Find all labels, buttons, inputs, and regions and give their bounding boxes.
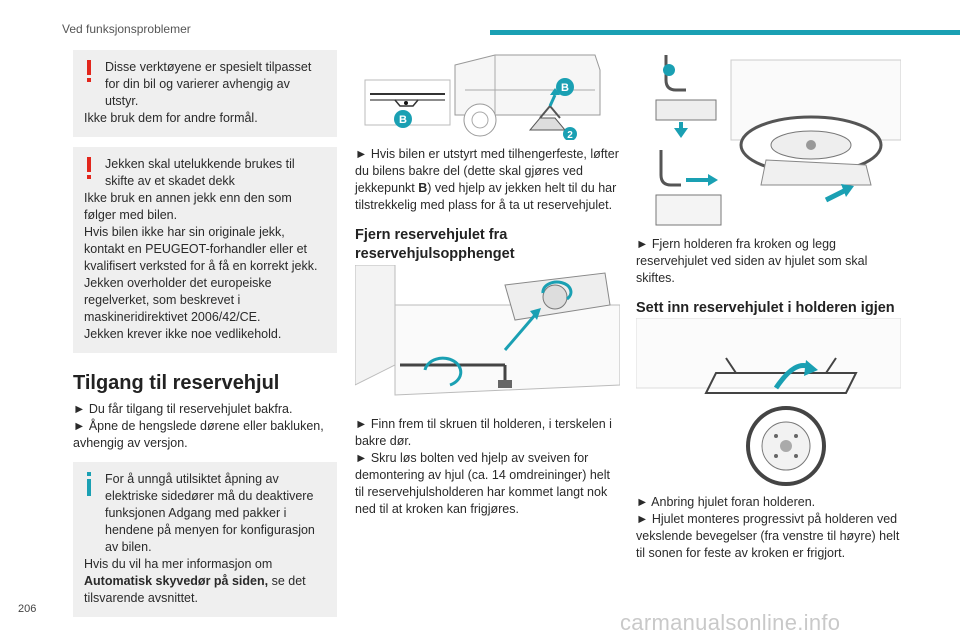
section-heading: Sett inn reservehjulet i holderen igjen — [636, 300, 895, 316]
step-text: ► Hjulet monteres progressivt på holdere… — [636, 512, 900, 560]
figure-reinsert-wheel — [636, 318, 901, 486]
figure-spare-wheel-screw — [355, 265, 620, 405]
info-text-1: For å unngå utilsiktet åpning av elektri… — [105, 472, 315, 554]
column-2: ► Hvis bilen er utstyrt med tilhengerfes… — [355, 146, 620, 270]
column-3-steps: ► Anbring hjulet foran holderen. ► Hjule… — [636, 494, 901, 562]
watermark: carmanualsonline.info — [620, 610, 841, 635]
step-text: ► Du får tilgang til reservehjulet bakfr… — [73, 402, 293, 416]
label-b-van: B — [561, 82, 569, 94]
info-text: For å unngå utilsiktet åpning av elektri… — [84, 471, 326, 556]
step-text: ► Hvis bilen er utstyrt med tilhengerfes… — [355, 146, 620, 214]
warning-text: Hvis bilen ikke har sin originale jekk, … — [84, 225, 318, 273]
figure-jack-point: B B 2 — [355, 50, 620, 140]
info-box-sliding-door: For å unngå utilsiktet åpning av elektri… — [73, 462, 337, 617]
warning-icon — [86, 157, 92, 181]
step-text-bold: B — [418, 181, 428, 195]
step-text: ► Anbring hjulet foran holderen. — [636, 495, 816, 509]
step-text: ► Skru løs bolten ved hjelp av sveiven f… — [355, 451, 610, 516]
warning-text: Jekken skal utelukkende brukes til skift… — [105, 157, 295, 188]
step-text: ► Fjern holderen fra kroken og legg rese… — [636, 237, 868, 285]
step-text-part: ) ved hjelp av jekken helt til du har ti… — [355, 181, 617, 212]
column-3: ► Fjern holderen fra kroken og legg rese… — [636, 236, 901, 324]
warning-icon — [86, 60, 92, 84]
cross-reference: Automatisk skyvedør på siden, — [84, 574, 269, 588]
warning-box-tools: Disse verktøyene er spesielt tilpasset f… — [73, 50, 337, 137]
warning-text: Jekken krever ikke noe vedlikehold. — [84, 327, 282, 341]
warning-box-jack: Jekken skal utelukkende brukes til skift… — [73, 147, 337, 353]
section-title: Ved funksjonsproblemer — [62, 22, 191, 36]
warning-text: Ikke bruk dem for andre formål. — [84, 111, 258, 125]
warning-text: Ikke bruk en annen jekk enn den som følg… — [84, 191, 292, 222]
warning-text: Disse verktøyene er spesielt tilpasset f… — [105, 60, 312, 108]
column-2-steps: ► Finn frem til skruen til holderen, i t… — [355, 416, 620, 518]
warning-text: Jekken overholder det europeiske regelve… — [84, 276, 272, 324]
step-text-part: ► Hvis bilen er utstyrt med tilhengerfes… — [355, 147, 619, 195]
info-text: Hvis du vil ha mer informasjon om Automat… — [84, 556, 326, 607]
section-heading: Tilgang til reservehjul — [73, 372, 280, 394]
column-1: Disse verktøyene er spesielt tilpasset f… — [73, 50, 337, 627]
header-accent-bar — [490, 30, 960, 35]
step-text: ► Åpne de hengslede dørene eller bakluke… — [73, 419, 324, 450]
section-heading: Fjern reservehjulet fra reservehjulsopph… — [355, 227, 515, 262]
label-2: 2 — [567, 130, 573, 140]
figure-remove-holder — [636, 50, 901, 228]
info-icon — [86, 472, 92, 496]
info-text-2: Hvis du vil ha mer informasjon om — [84, 557, 273, 571]
label-b-inset: B — [399, 114, 407, 126]
page-number: 206 — [18, 603, 37, 615]
step-text: ► Finn frem til skruen til holderen, i t… — [355, 417, 612, 448]
info-text-3: se det tilsvarende avsnittet. — [84, 574, 306, 605]
